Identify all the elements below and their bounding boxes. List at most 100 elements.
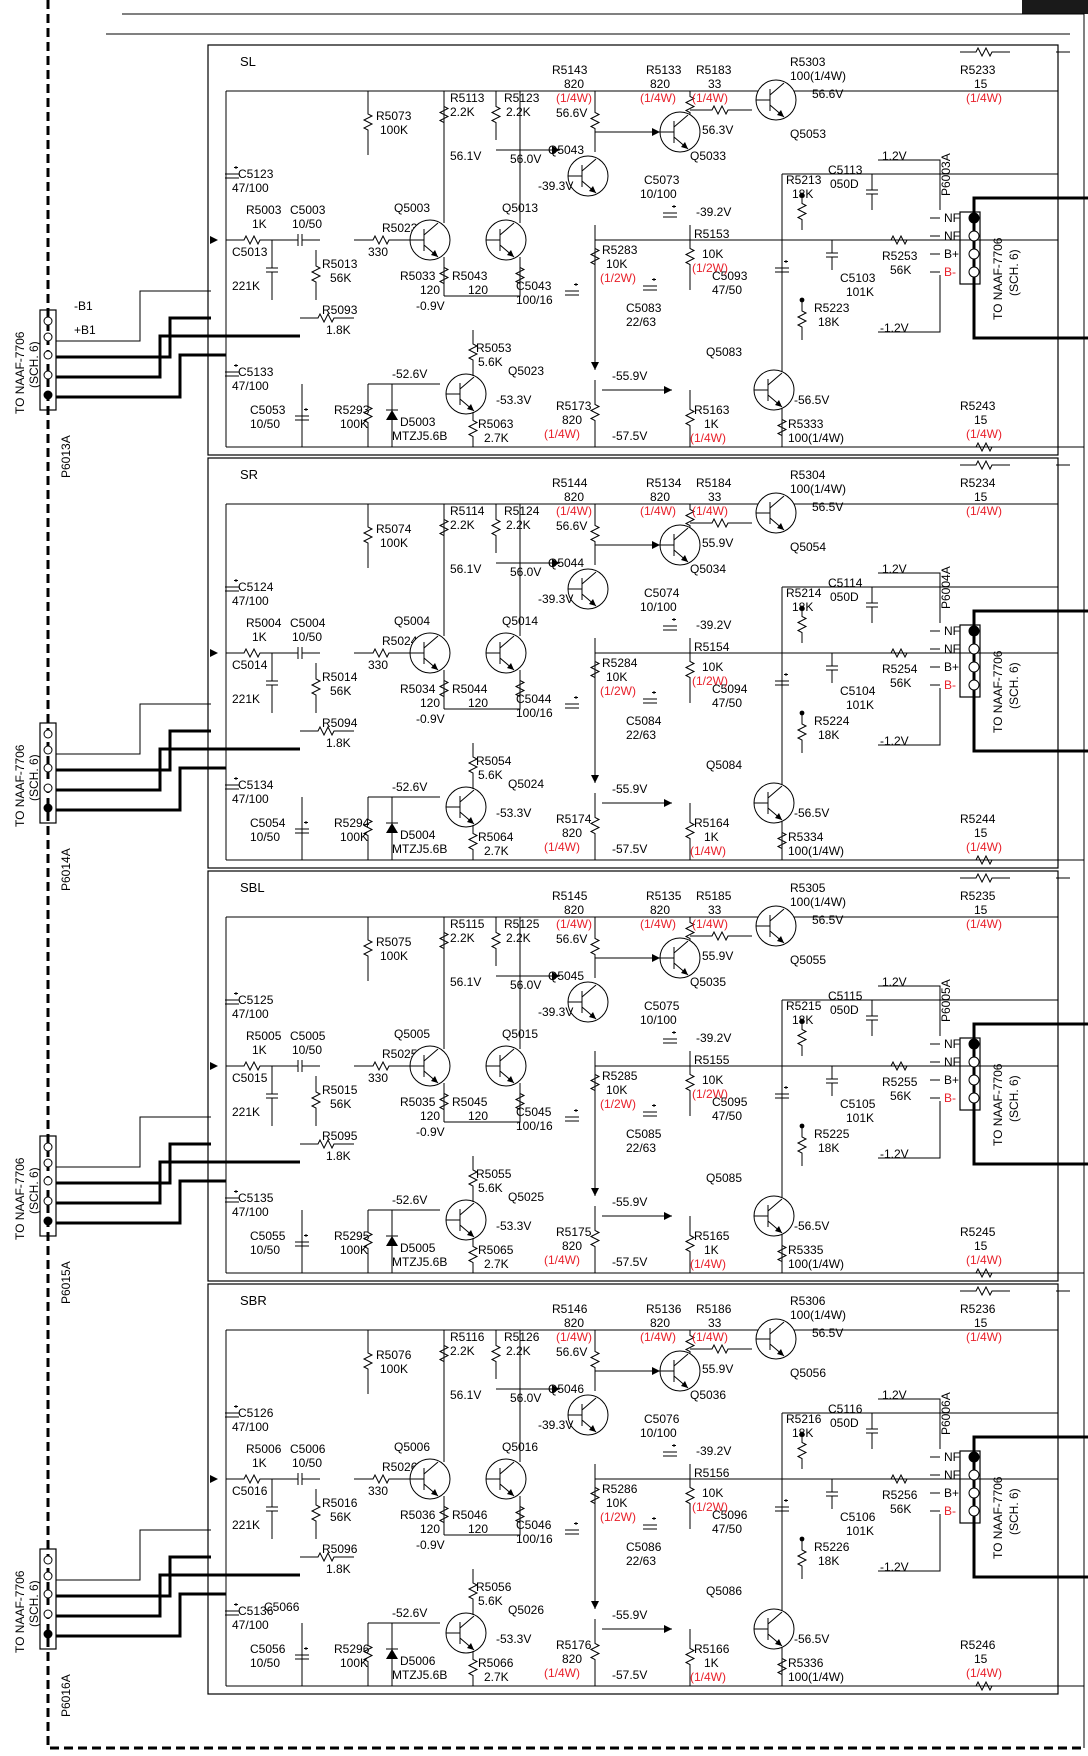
r-out-bot-ref: R5244 xyxy=(960,812,996,826)
c-mid1-val: 100/16 xyxy=(516,1532,553,1546)
r-low2-ref: R5064 xyxy=(478,830,514,844)
r-low3-rating: (1/4W) xyxy=(544,840,580,854)
out-pin-1: NF xyxy=(944,642,960,656)
c-bp-top-val: 47/100 xyxy=(232,1420,269,1434)
r-bias-val: 100K xyxy=(380,536,408,550)
r-right2-val: 18K xyxy=(818,1141,839,1155)
q-bias-label: Q5024 xyxy=(508,777,544,791)
c-mid1-ref: C5043 xyxy=(516,279,552,293)
v-out-pos: 1.2V xyxy=(882,562,907,576)
r-low3-val: 820 xyxy=(562,1652,582,1666)
v-col1: 56.1V xyxy=(450,562,481,576)
c-mid1-val: 100/16 xyxy=(516,706,553,720)
r-top4-ref: R5303 xyxy=(790,55,826,69)
r-mid1-ref: R5284 xyxy=(602,656,638,670)
r-col2-val: 2.2K xyxy=(506,931,531,945)
q-bias-label: Q5023 xyxy=(508,364,544,378)
c-low-val: 10/50 xyxy=(250,1243,280,1257)
r-nf-out-val: 56K xyxy=(890,263,911,277)
c-mid1-val: 100/16 xyxy=(516,1119,553,1133)
q-drv-top-label: Q5035 xyxy=(690,975,726,989)
r-e2-ref: R5043 xyxy=(452,269,488,283)
r-mid2-ref: R5153 xyxy=(694,227,730,241)
r-top1-ref: R5145 xyxy=(552,889,588,903)
r-bias-val: 100K xyxy=(380,1362,408,1376)
r-out-bot-ref: R5245 xyxy=(960,1225,996,1239)
v-low2: -53.3V xyxy=(496,806,531,820)
input-connector: P6014A xyxy=(59,848,73,891)
r-nf-ref: R5093 xyxy=(322,303,358,317)
r-out-bot-rating: (1/4W) xyxy=(966,840,1002,854)
r-top4-ref: R5305 xyxy=(790,881,826,895)
r-out-bot-ref: R5246 xyxy=(960,1638,996,1652)
c-mid4-ref: C5093 xyxy=(712,269,748,283)
r-top3-val: 33 xyxy=(708,1316,722,1330)
r-col2-ref: R5125 xyxy=(504,917,540,931)
r-low2-val: 2.7K xyxy=(484,844,509,858)
c-in2-val: 221K xyxy=(232,279,260,293)
r-out-bot-rating: (1/4W) xyxy=(966,427,1002,441)
zener-val: MTZJ5.6B xyxy=(392,429,447,443)
r-mid1-ref: R5286 xyxy=(602,1482,638,1496)
r-fb-val: 56K xyxy=(330,684,351,698)
r-low4-ref: R5165 xyxy=(694,1229,730,1243)
r-top3-val: 33 xyxy=(708,77,722,91)
r-fb-val: 56K xyxy=(330,1097,351,1111)
c-mid4-val: 47/50 xyxy=(712,283,742,297)
r-right1-ref: R5214 xyxy=(786,586,822,600)
r-out-bot-rating: (1/4W) xyxy=(966,1666,1002,1680)
r-right1-ref: R5213 xyxy=(786,173,822,187)
r-top1-ref: R5143 xyxy=(552,63,588,77)
c-right2-val: 101K xyxy=(846,1524,874,1538)
input-connector: P6013A xyxy=(59,435,73,478)
channel-name: SBL xyxy=(240,880,265,895)
r-col2-val: 2.2K xyxy=(506,1344,531,1358)
v-base: -0.9V xyxy=(416,712,445,726)
r-nf-val: 1.8K xyxy=(326,1149,351,1163)
r-top3-ref: R5183 xyxy=(696,63,732,77)
r-mid2-val: 10K xyxy=(702,1073,723,1087)
r-top3-val: 33 xyxy=(708,490,722,504)
c-right2-ref: C5106 xyxy=(840,1510,876,1524)
c-bp-top-val: 47/100 xyxy=(232,181,269,195)
q-vas-label: Q5046 xyxy=(548,1382,584,1396)
r-e1-ref: R5034 xyxy=(400,682,436,696)
r-mid2-rating: (1/2W) xyxy=(692,674,728,688)
out-pin-3: B- xyxy=(944,1091,956,1105)
input-to-board: TO NAAF-7706 xyxy=(13,1570,27,1653)
r-low3-val: 820 xyxy=(562,1239,582,1253)
v-low4: -56.5V xyxy=(794,393,829,407)
r-mid1-val: 10K xyxy=(606,1496,627,1510)
r-mid2-ref: R5155 xyxy=(694,1053,730,1067)
r-e1-val: 120 xyxy=(420,1522,440,1536)
r-mid1-val: 10K xyxy=(606,670,627,684)
r-e1-ref: R5033 xyxy=(400,269,436,283)
r-nf-out-ref: R5254 xyxy=(882,662,918,676)
c-right2-ref: C5103 xyxy=(840,271,876,285)
r-top2-ref: R5135 xyxy=(646,889,682,903)
r-e2-val: 120 xyxy=(468,1522,488,1536)
r-top1-rating: (1/4W) xyxy=(556,504,592,518)
r-low4-rating: (1/4W) xyxy=(690,844,726,858)
r-mid1-val: 10K xyxy=(606,1083,627,1097)
c-right2-val: 101K xyxy=(846,285,874,299)
r-mid2-rating: (1/2W) xyxy=(692,1500,728,1514)
r-low3-rating: (1/4W) xyxy=(544,427,580,441)
v-out-neg: -1.2V xyxy=(880,321,909,335)
c-in-ref: C5005 xyxy=(290,1029,326,1043)
c-mid1-ref: C5044 xyxy=(516,692,552,706)
v-top2: 55.9V xyxy=(702,536,733,550)
r-low6-val: 100K xyxy=(340,830,368,844)
r-base-ref: R5023 xyxy=(382,221,418,235)
r-right2-val: 18K xyxy=(818,315,839,329)
c-in-val: 10/50 xyxy=(292,1043,322,1057)
r-low6-val: 100K xyxy=(340,417,368,431)
header-tab xyxy=(1022,0,1088,14)
r-top3-rating: (1/4W) xyxy=(692,1330,728,1344)
c-in-ref: C5003 xyxy=(290,203,326,217)
out-pin-2: B+ xyxy=(944,1486,959,1500)
r-fb-ref: R5013 xyxy=(322,257,358,271)
c-right1-ref: C5113 xyxy=(828,163,863,177)
r-col2-val: 2.2K xyxy=(506,105,531,119)
